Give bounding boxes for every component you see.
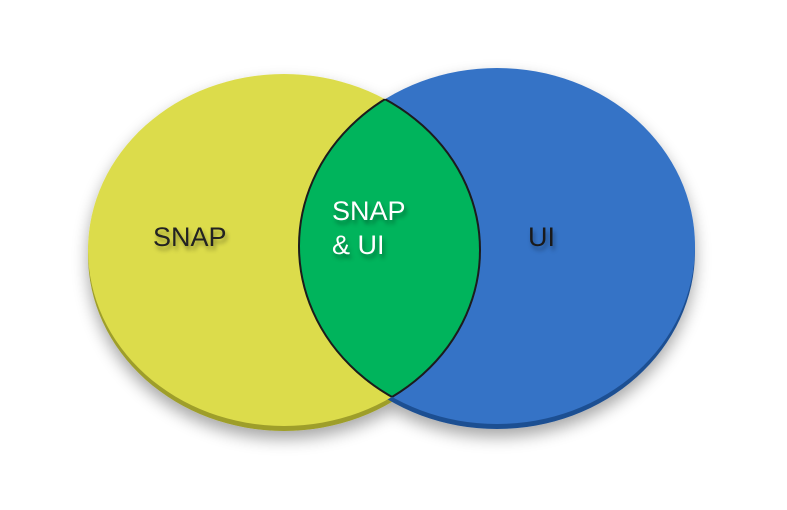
intersection-outline bbox=[299, 73, 481, 424]
intersection-label-line2: & UI bbox=[332, 230, 385, 260]
intersection-region bbox=[298, 74, 480, 425]
set-snap-label: SNAP bbox=[153, 222, 227, 252]
intersection-label-line1: SNAP bbox=[332, 196, 406, 226]
set-ui-label: UI bbox=[528, 222, 555, 252]
